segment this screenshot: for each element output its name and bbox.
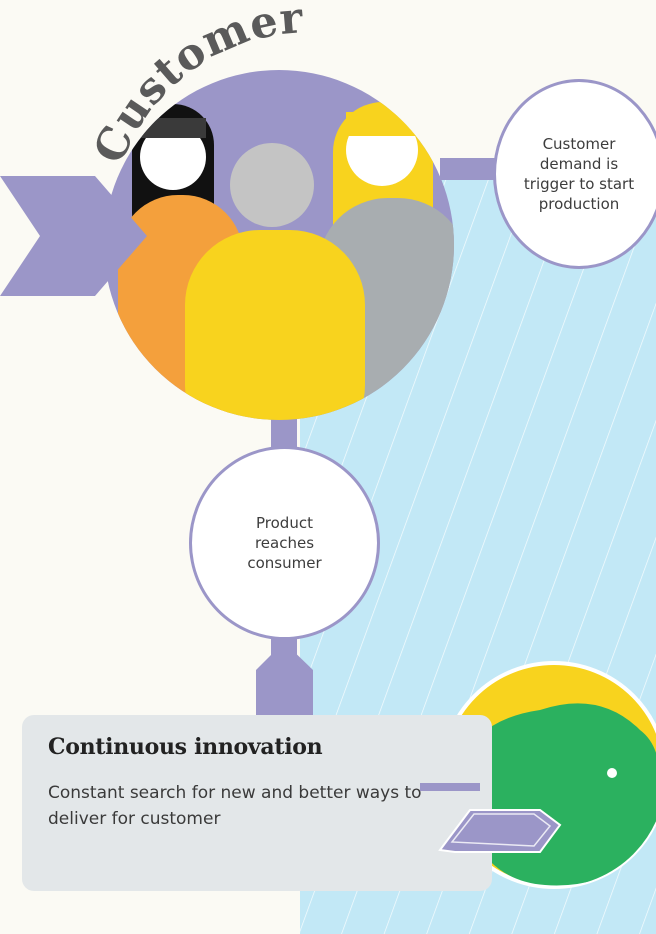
bird-belly-arrow-icon — [420, 783, 480, 791]
right-arrow-icon — [0, 176, 147, 296]
product-reaches-bubble: Product reaches consumer — [189, 446, 380, 640]
customer-demand-bubble: Customer demand is trigger to start prod… — [493, 79, 656, 269]
innovation-title: Continuous innovation — [48, 734, 323, 760]
person-yellow-body-icon — [185, 230, 365, 420]
innovation-description: Constant search for new and better ways … — [48, 783, 422, 829]
up-arrow-icon — [256, 642, 313, 720]
conveyor-piece-icon — [438, 809, 562, 853]
product-reaches-text: Product reaches consumer — [247, 514, 322, 572]
person-grey-head-icon — [230, 143, 314, 227]
bird-eye-icon — [607, 768, 617, 778]
top-connector — [440, 158, 500, 180]
innovation-panel — [22, 715, 492, 891]
customer-circle — [104, 70, 454, 420]
customer-demand-text: Customer demand is trigger to start prod… — [523, 135, 635, 213]
